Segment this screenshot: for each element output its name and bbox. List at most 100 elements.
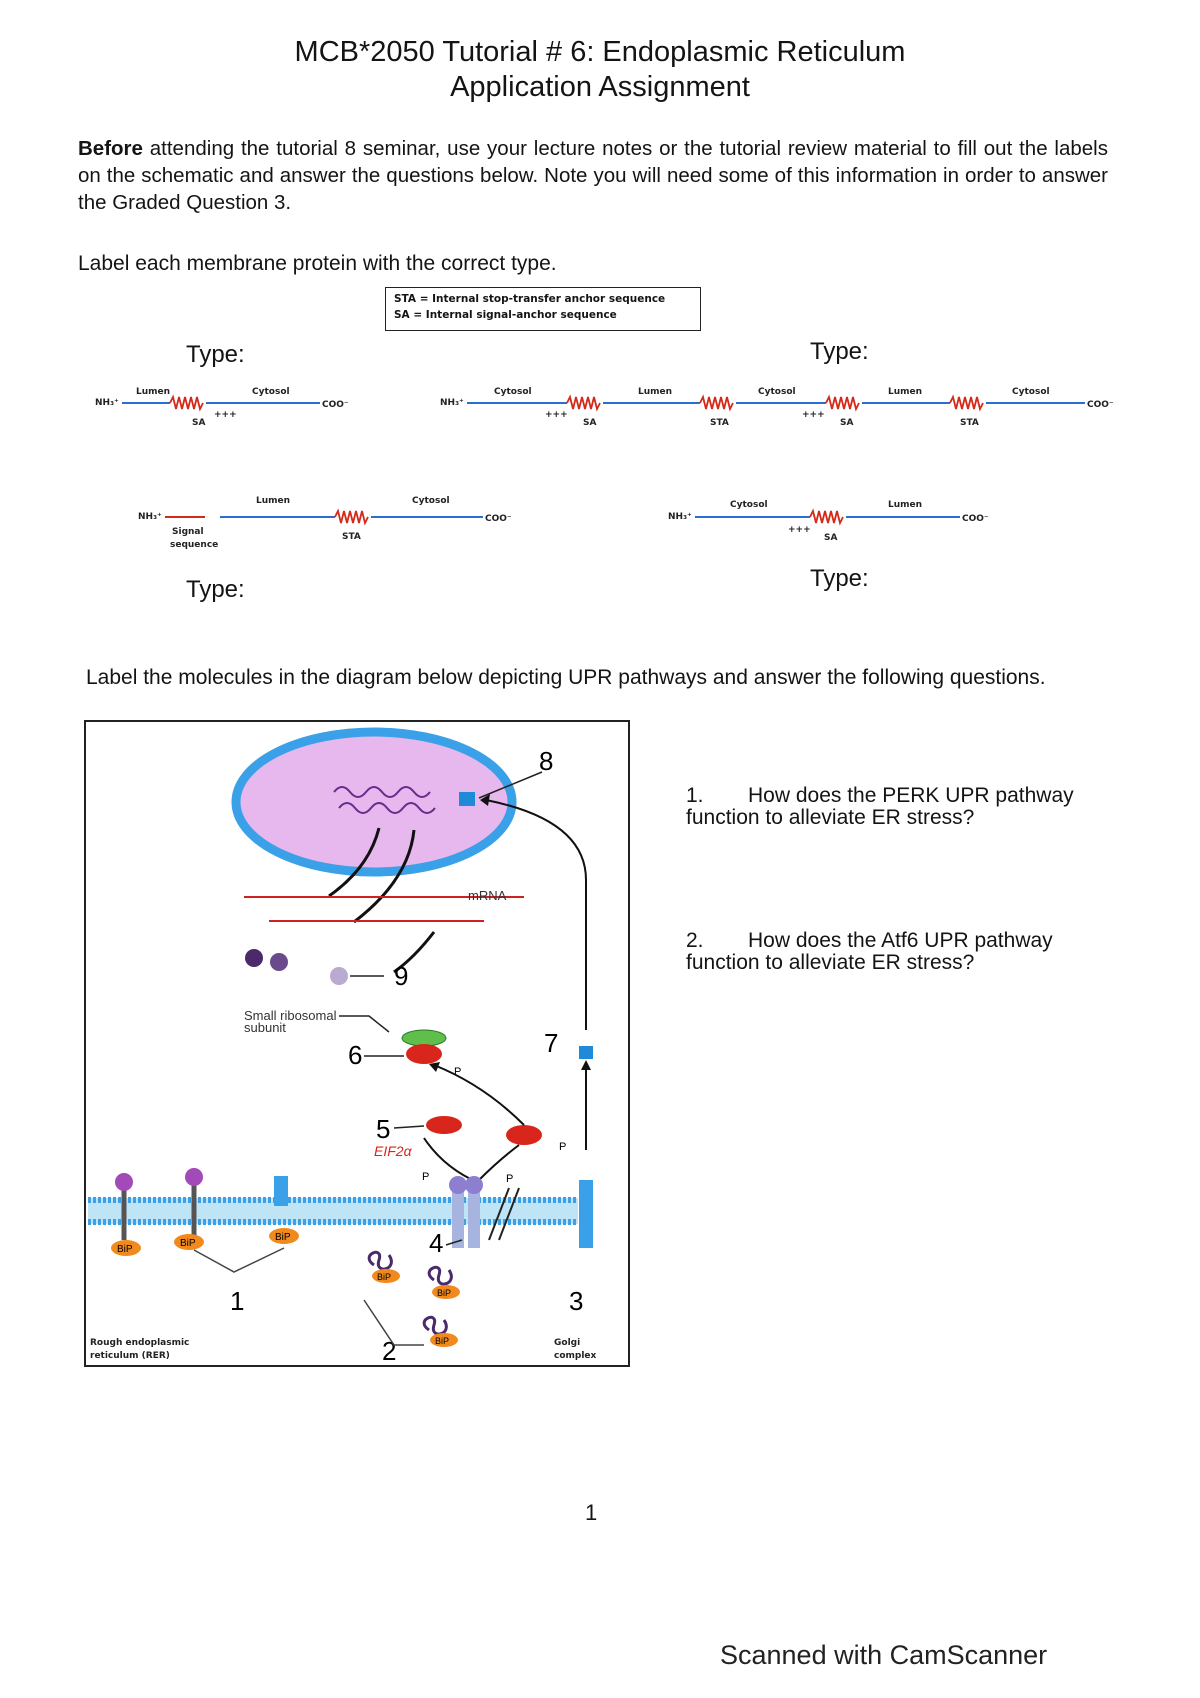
bip-label: BiP <box>180 1238 196 1249</box>
coo-label: COO⁻ <box>485 514 512 524</box>
sa-label: SA <box>824 533 837 543</box>
legend-sta: STA = Internal stop-transfer anchor sequ… <box>394 293 666 305</box>
eif-label: EIF2α <box>374 1143 413 1159</box>
golgi-label-1: Golgi <box>554 1338 580 1348</box>
bip-bound <box>372 1269 400 1283</box>
cytosol-label: Cytosol <box>730 500 768 510</box>
question-2-line2: function to alleviate ER stress? <box>686 951 975 974</box>
protein-c: NH₃⁺ COO⁻ Signal sequence Lumen Cytosol … <box>138 496 512 550</box>
sensor-head <box>115 1173 133 1191</box>
page-number: 1 <box>585 1500 598 1525</box>
page-title: MCB*2050 Tutorial # 6: Endoplasmic Retic… <box>294 36 906 68</box>
sequence-label: sequence <box>170 540 218 550</box>
signal-label: Signal <box>172 527 204 537</box>
question-1: 1. How does the PERK UPR pathway function… <box>686 785 1074 829</box>
cytosol-label: Cytosol <box>252 387 290 397</box>
unfolded-protein <box>427 1265 453 1286</box>
plus-label: +++ <box>802 410 825 420</box>
type-label-4: Type: <box>810 565 869 592</box>
dna-strand <box>333 786 431 798</box>
bip-label: BiP <box>435 1336 449 1346</box>
section1-heading: Label each membrane protein with the cor… <box>78 252 557 275</box>
label-1: 1 <box>230 1286 244 1316</box>
protein-dot <box>245 949 263 967</box>
phospho-label: P <box>454 1066 461 1078</box>
nucleus <box>231 727 517 877</box>
lumen-label: Lumen <box>638 387 672 397</box>
atf6-fragment <box>579 1046 593 1059</box>
perk-head <box>449 1176 467 1194</box>
question-1-line1: How does the PERK UPR pathway <box>748 784 1074 807</box>
protein-a: NH₃⁺ COO⁻ Lumen Cytosol SA +++ <box>95 387 349 428</box>
section2-heading: Label the molecules in the diagram below… <box>86 666 1046 689</box>
plus-label: +++ <box>788 525 811 535</box>
mrna-label: mRNA <box>468 888 507 903</box>
dna-strand <box>338 802 436 814</box>
bip-bound <box>111 1240 141 1256</box>
label-5: 5 <box>376 1114 390 1144</box>
sta-label: STA <box>710 418 729 428</box>
question-2-number: 2. <box>686 929 704 952</box>
perk-dimer <box>452 1188 464 1248</box>
label-8: 8 <box>539 746 553 776</box>
label-6: 6 <box>348 1040 362 1070</box>
perk-head <box>465 1176 483 1194</box>
nh3-label: NH₃⁺ <box>440 398 464 408</box>
intro-text: attending the tutorial 8 seminar, use yo… <box>78 137 1108 214</box>
nh3-label: NH₃⁺ <box>95 398 119 408</box>
golgi-label-2: complex <box>554 1351 597 1361</box>
plus-label: +++ <box>214 410 237 420</box>
sa-label: SA <box>192 418 205 428</box>
question-2: 2. How does the Atf6 UPR pathway function… <box>686 930 1053 974</box>
sa-label: SA <box>840 418 853 428</box>
lumen-label: Lumen <box>136 387 170 397</box>
legend-sa: SA = Internal signal-anchor sequence <box>394 309 617 321</box>
question-2-line1: How does the Atf6 UPR pathway <box>748 929 1053 952</box>
eif2-alpha <box>426 1116 462 1134</box>
atf6-arrow <box>485 799 587 1030</box>
lumen-label: Lumen <box>888 387 922 397</box>
phospho-label: P <box>422 1171 429 1183</box>
ribosome-label-2: subunit <box>244 1020 286 1035</box>
upr-diagram: mRNA 9 Small ribosomal subunit 6 P 7 8 5… <box>84 720 630 1367</box>
cytosol-label: Cytosol <box>494 387 532 397</box>
bip-bound <box>432 1285 460 1299</box>
cytosol-label: Cytosol <box>758 387 796 397</box>
atf6-sensor <box>274 1176 288 1206</box>
label-3: 3 <box>569 1286 583 1316</box>
ribosome-label-1: Small ribosomal <box>244 1008 337 1023</box>
type-label-1: Type: <box>186 341 245 368</box>
lumen-label: Lumen <box>888 500 922 510</box>
eif2-phospho <box>406 1044 442 1064</box>
type-label-2: Type: <box>810 338 869 365</box>
label-9: 9 <box>394 961 408 991</box>
phospho-label: P <box>559 1141 566 1153</box>
scanner-watermark: Scanned with CamScanner <box>720 1640 1048 1670</box>
protein-dot <box>330 967 348 985</box>
atf6-golgi <box>579 1180 593 1248</box>
nh3-label: NH₃⁺ <box>138 512 162 522</box>
bip-label: BiP <box>117 1244 133 1255</box>
coo-label: COO⁻ <box>1087 400 1114 410</box>
protein-b: NH₃⁺ COO⁻ Cytosol Lumen Cytosol Lumen Cy… <box>440 387 1114 428</box>
question-1-line2: function to alleviate ER stress? <box>686 806 975 829</box>
label-2: 2 <box>382 1336 396 1366</box>
cytosol-label: Cytosol <box>412 496 450 506</box>
label-7: 7 <box>544 1028 558 1058</box>
sensor-head <box>185 1168 203 1186</box>
coo-label: COO⁻ <box>962 514 989 524</box>
question-1-number: 1. <box>686 784 704 807</box>
protein-dot <box>270 953 288 971</box>
lumen-label: Lumen <box>256 496 290 506</box>
atf6-fragment-nuclear <box>459 792 475 806</box>
phospho-label: P <box>506 1173 513 1185</box>
rer-label-2: reticulum (RER) <box>90 1351 170 1361</box>
nh3-label: NH₃⁺ <box>668 512 692 522</box>
page-subtitle: Application Assignment <box>450 71 750 103</box>
coo-label: COO⁻ <box>322 400 349 410</box>
type-label-3: Type: <box>186 576 245 603</box>
legend-box: STA = Internal stop-transfer anchor sequ… <box>385 287 701 331</box>
bip-label: BiP <box>437 1288 451 1298</box>
bip-label: BiP <box>377 1272 391 1282</box>
unfolded-protein <box>422 1315 448 1336</box>
